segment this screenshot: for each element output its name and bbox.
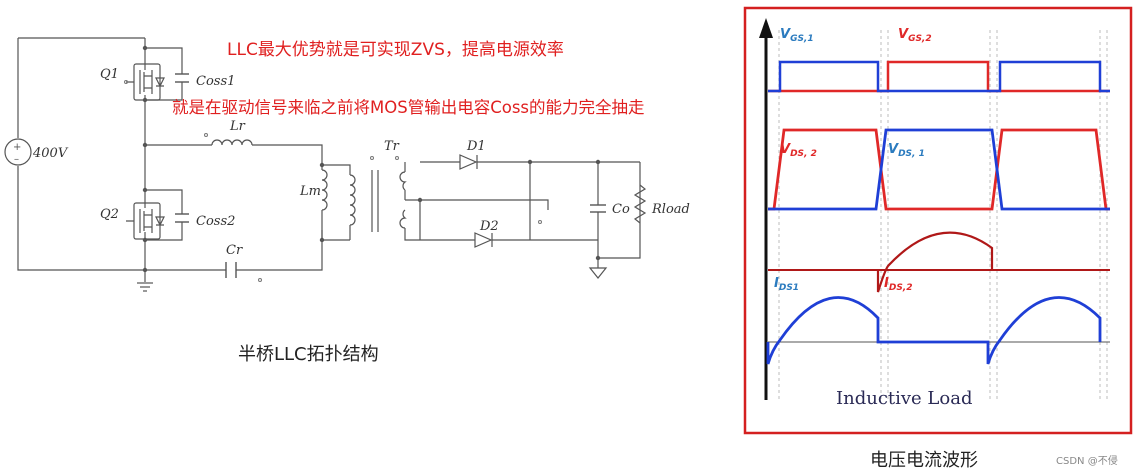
label-lm: Lm xyxy=(299,184,321,199)
ids1-trace xyxy=(766,296,1102,365)
label-lr: Lr xyxy=(229,119,246,134)
lr-inductor xyxy=(211,139,253,146)
d1-diode xyxy=(459,154,478,170)
source-minus-sign: – xyxy=(14,154,19,165)
circuit-caption: 半桥LLC拓扑结构 xyxy=(238,344,379,365)
ids2-trace xyxy=(876,231,994,293)
dc-source-symbol xyxy=(4,138,32,166)
wire-secondary xyxy=(404,161,598,241)
label-co: Co xyxy=(612,202,630,217)
wire-midpoint xyxy=(145,144,323,165)
cr-capacitor xyxy=(225,262,237,278)
waveform-panel: VGS,1 VGS,2 VDS, 2 VDS, 1 IDS1 IDS,2 Ind… xyxy=(743,6,1133,435)
co-capacitor xyxy=(590,204,606,213)
label-d1: D1 xyxy=(466,139,486,154)
label-cr: Cr xyxy=(226,243,243,258)
q2-mosfet xyxy=(126,202,165,240)
wire-output xyxy=(597,161,641,268)
junction-dots xyxy=(142,45,601,273)
label-rload: Rload xyxy=(651,202,690,217)
inductive-load-label: Inductive Load xyxy=(836,388,972,409)
waveform-frame xyxy=(743,6,1133,435)
time-axis-arrow xyxy=(759,18,773,38)
transformer xyxy=(349,170,407,232)
wire-source-loop xyxy=(17,37,145,271)
label-ids1: IDS1 xyxy=(774,276,799,293)
note-coss-discharge: 就是在驱动信号来临之前将MOS管输出电容Coss的能力完全抽走 xyxy=(172,98,645,117)
label-400v: 400V xyxy=(32,146,69,161)
label-tr: Tr xyxy=(384,139,400,154)
note-zvs-advantage: LLC最大优势就是可实现ZVS，提高电源效率 xyxy=(227,40,564,60)
llc-schematic: + – 400V Q1 Coss1 Q2 Coss2 Lr Cr Lm Tr D… xyxy=(4,37,690,292)
vgs1-trace xyxy=(768,60,1110,93)
csdn-watermark: CSDN @不侵 xyxy=(1056,456,1118,467)
label-vgs2: VGS,2 xyxy=(898,27,932,44)
d2-diode xyxy=(474,232,493,248)
lm-inductor xyxy=(321,169,328,215)
label-coss2: Coss2 xyxy=(196,214,235,229)
label-coss1: Coss1 xyxy=(196,74,235,89)
wire-bottom-rail xyxy=(145,230,323,271)
vds2-trace xyxy=(768,128,1110,211)
wire-coss2 xyxy=(145,189,183,241)
vgs2-trace xyxy=(768,60,1110,93)
coss2-capacitor xyxy=(175,213,189,223)
coss1-capacitor xyxy=(175,73,189,83)
rload-resistor xyxy=(633,184,647,224)
label-vgs1: VGS,1 xyxy=(780,27,814,44)
label-vds2: VDS, 2 xyxy=(780,142,817,159)
ground-symbol-left xyxy=(137,282,153,292)
source-plus-sign: + xyxy=(13,142,21,153)
label-ids2: IDS,2 xyxy=(884,276,912,293)
ground-symbol-right xyxy=(588,267,608,279)
wire-primary xyxy=(322,164,351,240)
label-vds1: VDS, 1 xyxy=(888,142,925,159)
label-q2: Q2 xyxy=(100,207,119,222)
vds1-trace xyxy=(768,128,1110,211)
waveform-caption: 电压电流波形 xyxy=(870,450,978,471)
label-d2: D2 xyxy=(479,219,499,234)
label-q1: Q1 xyxy=(100,67,119,82)
